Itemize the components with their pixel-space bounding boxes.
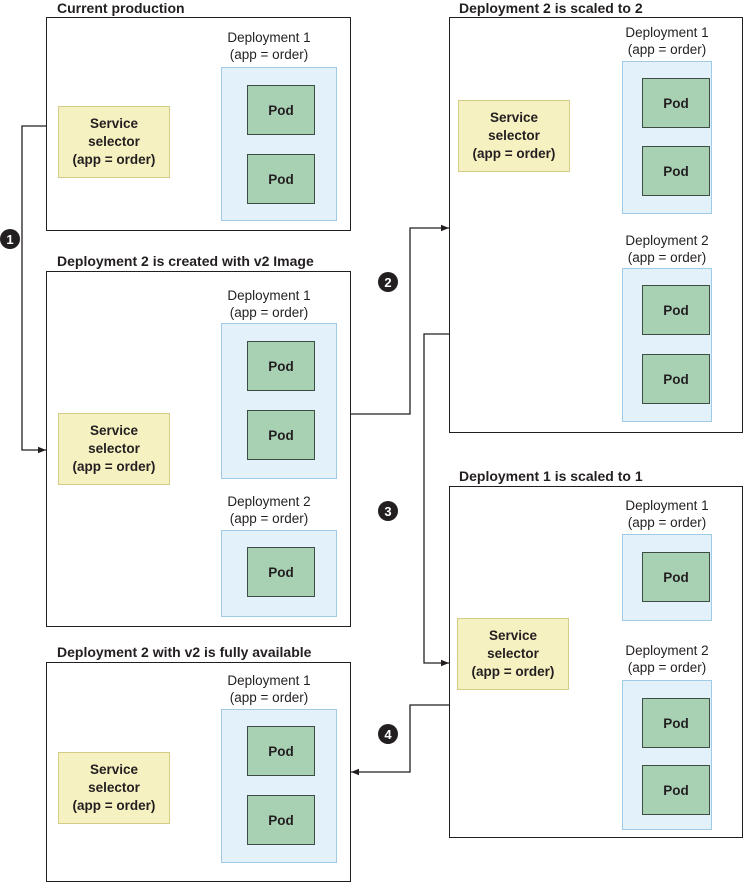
service-selector: Service selector (app = order) [58,752,170,824]
pod: Pod [642,285,710,335]
selector-value: (app = order) [72,152,156,167]
selector-label: selector [88,780,140,795]
selector-value: (app = order) [72,459,156,474]
selector-value: (app = order) [471,664,555,679]
selector-value: (app = order) [472,146,556,161]
deployment-selector: (app = order) [627,515,707,530]
panel-title-scaled-1: Deployment 1 is scaled to 1 [459,468,643,484]
pod-label: Pod [663,371,689,387]
pod-label: Pod [663,302,689,318]
deployment-selector: (app = order) [229,690,309,705]
step-2-badge: 2 [378,272,398,292]
pod: Pod [642,354,710,404]
selector-label: selector [488,128,540,143]
step-4-badge: 4 [378,724,398,744]
deployment-2-label: Deployment 2 (app = order) [602,642,732,676]
deployment-selector: (app = order) [229,511,309,526]
deployment-name: Deployment 1 [227,30,311,45]
pod: Pod [642,552,710,602]
deployment-2-label: Deployment 2 (app = order) [204,493,334,527]
selector-label: selector [88,134,140,149]
pod-label: Pod [663,715,689,731]
deployment-selector: (app = order) [627,250,707,265]
pod-label: Pod [268,102,294,118]
deployment-1-label: Deployment 1 (app = order) [602,24,732,58]
pod-label: Pod [268,564,294,580]
service-selector: Service selector (app = order) [458,100,570,172]
step-1-badge: 1 [0,229,20,249]
deployment-name: Deployment 1 [625,25,709,40]
pod-label: Pod [268,743,294,759]
flow-arrow-step-3 [423,333,449,667]
service-label: Service [89,762,139,777]
deployment-selector: (app = order) [627,660,707,675]
pod: Pod [642,765,710,815]
service-selector: Service selector (app = order) [58,413,170,485]
deployment-selector: (app = order) [229,305,309,320]
pod: Pod [247,547,315,597]
deployment-name: Deployment 1 [227,288,311,303]
pod: Pod [247,795,315,845]
deployment-name: Deployment 2 [227,494,311,509]
deployment-2-label: Deployment 2 (app = order) [602,232,732,266]
deployment-name: Deployment 1 [625,498,709,513]
deployment-1-label: Deployment 1 (app = order) [204,29,334,63]
service-label: Service [489,110,539,125]
service-label: Service [89,116,139,131]
flow-arrow-step-1 [21,125,46,454]
selector-label: selector [487,646,539,661]
service-label: Service [488,628,538,643]
deployment-selector: (app = order) [229,47,309,62]
pod: Pod [642,78,710,128]
step-3-badge: 3 [378,501,398,521]
deployment-name: Deployment 1 [227,673,311,688]
panel-title-current: Current production [57,0,185,16]
flow-arrow-step-2 [351,224,449,415]
deployment-1-label: Deployment 1 (app = order) [204,287,334,321]
panel-title-scaled-2: Deployment 2 is scaled to 2 [459,0,643,16]
pod-label: Pod [663,95,689,111]
pod-label: Pod [663,782,689,798]
pod: Pod [247,726,315,776]
selector-label: selector [88,441,140,456]
service-selector: Service selector (app = order) [457,618,569,690]
pod: Pod [247,410,315,460]
pod-label: Pod [268,427,294,443]
service-selector: Service selector (app = order) [58,106,170,178]
pod-label: Pod [663,569,689,585]
deployment-name: Deployment 2 [625,643,709,658]
panel-title-available: Deployment 2 with v2 is fully available [57,644,312,660]
pod-label: Pod [268,358,294,374]
pod: Pod [642,698,710,748]
pod-label: Pod [268,171,294,187]
deployment-name: Deployment 2 [625,233,709,248]
panel-title-created: Deployment 2 is created with v2 Image [57,253,314,269]
selector-value: (app = order) [72,798,156,813]
pod: Pod [642,146,710,196]
pod: Pod [247,85,315,135]
pod: Pod [247,154,315,204]
deployment-selector: (app = order) [627,42,707,57]
pod-label: Pod [663,163,689,179]
deployment-1-label: Deployment 1 (app = order) [204,672,334,706]
flow-arrow-step-4 [351,704,449,776]
service-label: Service [89,423,139,438]
deployment-1-label: Deployment 1 (app = order) [602,497,732,531]
pod: Pod [247,341,315,391]
pod-label: Pod [268,812,294,828]
